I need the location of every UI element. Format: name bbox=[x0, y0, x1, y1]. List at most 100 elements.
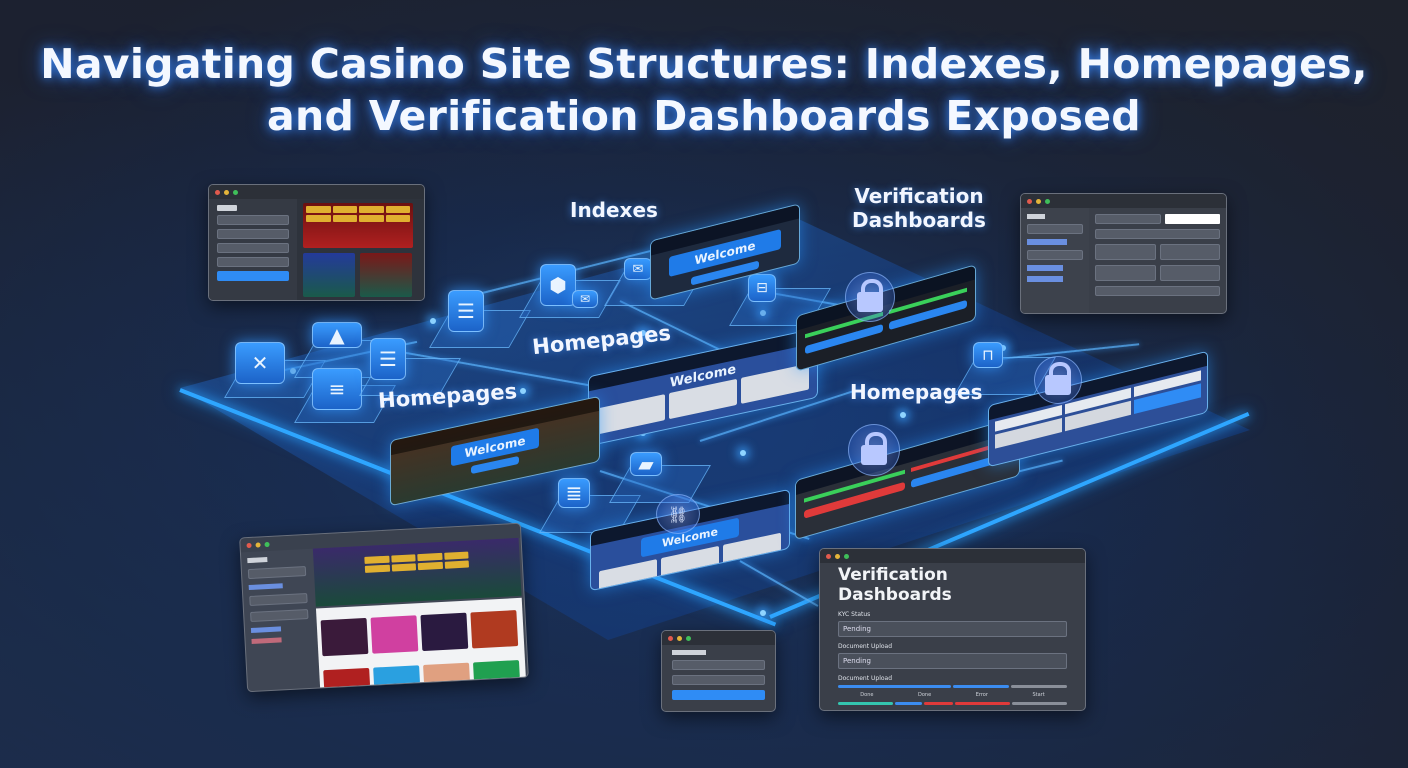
minimize-button[interactable] bbox=[677, 635, 682, 641]
wire-node bbox=[740, 450, 746, 456]
progress-segment bbox=[952, 685, 1009, 688]
progress-steps: Done Done Error Start bbox=[838, 692, 1067, 698]
text-input[interactable] bbox=[1095, 286, 1220, 296]
sign-in-button[interactable] bbox=[672, 690, 765, 700]
cube-icon: ⬢ bbox=[540, 264, 576, 306]
sidebar-item[interactable] bbox=[250, 608, 309, 623]
slot-game-card[interactable] bbox=[373, 665, 421, 686]
sidebar-item[interactable] bbox=[217, 229, 289, 239]
slot-game-card[interactable] bbox=[303, 253, 355, 297]
label-verification-line-1: Verification bbox=[854, 184, 984, 208]
sidebar-item[interactable] bbox=[217, 257, 289, 267]
slot-game-card[interactable] bbox=[370, 615, 419, 654]
maximize-button[interactable] bbox=[233, 189, 238, 195]
sidebar-item[interactable] bbox=[1027, 224, 1083, 234]
title-line-1: Navigating Casino Site Structures: Index… bbox=[40, 40, 1368, 88]
stepper-input[interactable] bbox=[1095, 244, 1156, 260]
settings-form-window[interactable] bbox=[1020, 193, 1227, 314]
minimize-button[interactable] bbox=[835, 553, 840, 559]
close-button[interactable] bbox=[826, 553, 831, 559]
stack-icon: ▲ bbox=[312, 322, 362, 348]
option-button[interactable] bbox=[1159, 265, 1220, 281]
progress-segment bbox=[1011, 702, 1067, 705]
close-button[interactable] bbox=[246, 542, 252, 548]
close-button[interactable] bbox=[1027, 198, 1032, 204]
maximize-button[interactable] bbox=[686, 635, 691, 641]
login-form bbox=[662, 645, 775, 705]
document-upload-field[interactable]: Pending bbox=[838, 653, 1067, 669]
sidebar-item[interactable] bbox=[1027, 250, 1083, 260]
password-input[interactable] bbox=[672, 675, 765, 685]
games-section bbox=[315, 597, 526, 689]
sidebar-item[interactable] bbox=[251, 637, 282, 644]
stack-icon: ≡ bbox=[312, 368, 362, 410]
network-icon: ✕ bbox=[235, 342, 285, 384]
sidebar-item[interactable] bbox=[250, 626, 282, 633]
close-button[interactable] bbox=[215, 189, 220, 195]
document-upload-label: Document Upload bbox=[838, 643, 893, 650]
wire-node bbox=[640, 330, 646, 336]
verification-dashboard-window[interactable]: Verification Dashboards KYC Status Pendi… bbox=[819, 548, 1086, 711]
slot-game-card[interactable] bbox=[470, 610, 519, 649]
sidebar bbox=[1021, 208, 1089, 313]
mail-icon: ✉ bbox=[572, 290, 598, 308]
option-button[interactable] bbox=[1095, 265, 1156, 281]
slot-game-card[interactable] bbox=[360, 253, 412, 297]
slot-game-card[interactable] bbox=[323, 667, 371, 689]
username-input[interactable] bbox=[672, 660, 765, 670]
wire-node bbox=[520, 388, 526, 394]
title-line-2: and Verification Dashboards Exposed bbox=[267, 92, 1141, 140]
label-homepages-right: Homepages bbox=[850, 380, 983, 404]
server-icon: ⊟ bbox=[748, 274, 776, 302]
maximize-button[interactable] bbox=[264, 541, 270, 547]
sidebar-title bbox=[247, 557, 268, 564]
slot-game-card[interactable] bbox=[320, 617, 369, 657]
sidebar-item[interactable] bbox=[247, 566, 307, 580]
lock-icon bbox=[1034, 356, 1082, 404]
maximize-button[interactable] bbox=[844, 553, 849, 559]
sidebar-item[interactable] bbox=[249, 593, 308, 607]
slot-game-card[interactable] bbox=[472, 660, 520, 681]
label-verification-dashboards: Verification Dashboards bbox=[852, 184, 986, 232]
sidebar-item[interactable] bbox=[248, 583, 283, 591]
progress-segment bbox=[838, 685, 951, 688]
progress-segment bbox=[838, 702, 894, 705]
progress-bar-bottom bbox=[838, 702, 1067, 705]
slot-game-card[interactable] bbox=[420, 612, 469, 652]
minimize-button[interactable] bbox=[1036, 198, 1041, 204]
form-area bbox=[1089, 208, 1226, 313]
text-input[interactable] bbox=[1095, 229, 1220, 239]
minimize-button[interactable] bbox=[255, 541, 261, 548]
step-label: Done bbox=[860, 692, 874, 698]
verification-content: Verification Dashboards KYC Status Pendi… bbox=[820, 563, 1085, 707]
text-input[interactable] bbox=[1164, 214, 1220, 224]
sidebar-item[interactable] bbox=[217, 243, 289, 253]
slot-game-card[interactable] bbox=[423, 662, 470, 684]
kyc-status-field[interactable]: Pending bbox=[838, 621, 1067, 637]
casino-homepage-window[interactable] bbox=[239, 522, 529, 693]
save-icon: ⊓ bbox=[973, 342, 1003, 368]
lock-icon bbox=[848, 424, 900, 476]
minimize-button[interactable] bbox=[224, 189, 229, 195]
label-verification-line-2: Dashboards bbox=[852, 208, 986, 232]
wire-node bbox=[900, 412, 906, 418]
featured-slot-image[interactable] bbox=[303, 203, 413, 248]
login-window[interactable] bbox=[661, 630, 776, 712]
sidebar-item[interactable] bbox=[1027, 276, 1063, 282]
close-button[interactable] bbox=[668, 635, 673, 641]
sidebar bbox=[209, 199, 297, 300]
sign-up-button[interactable] bbox=[217, 271, 289, 281]
sidebar-item[interactable] bbox=[1027, 239, 1067, 245]
wire-node bbox=[430, 318, 436, 324]
casino-index-window[interactable] bbox=[208, 184, 425, 301]
wire-node bbox=[760, 610, 766, 616]
progress-segment bbox=[954, 702, 1010, 705]
sidebar-item[interactable] bbox=[217, 215, 289, 225]
maximize-button[interactable] bbox=[1045, 198, 1050, 204]
sidebar-item[interactable] bbox=[1027, 265, 1063, 271]
database-icon: ☰ bbox=[448, 290, 484, 332]
select-dropdown[interactable] bbox=[1095, 214, 1161, 224]
hero-banner[interactable] bbox=[312, 537, 522, 607]
option-button[interactable] bbox=[1159, 244, 1220, 260]
stack-icon: ≣ bbox=[558, 478, 590, 508]
